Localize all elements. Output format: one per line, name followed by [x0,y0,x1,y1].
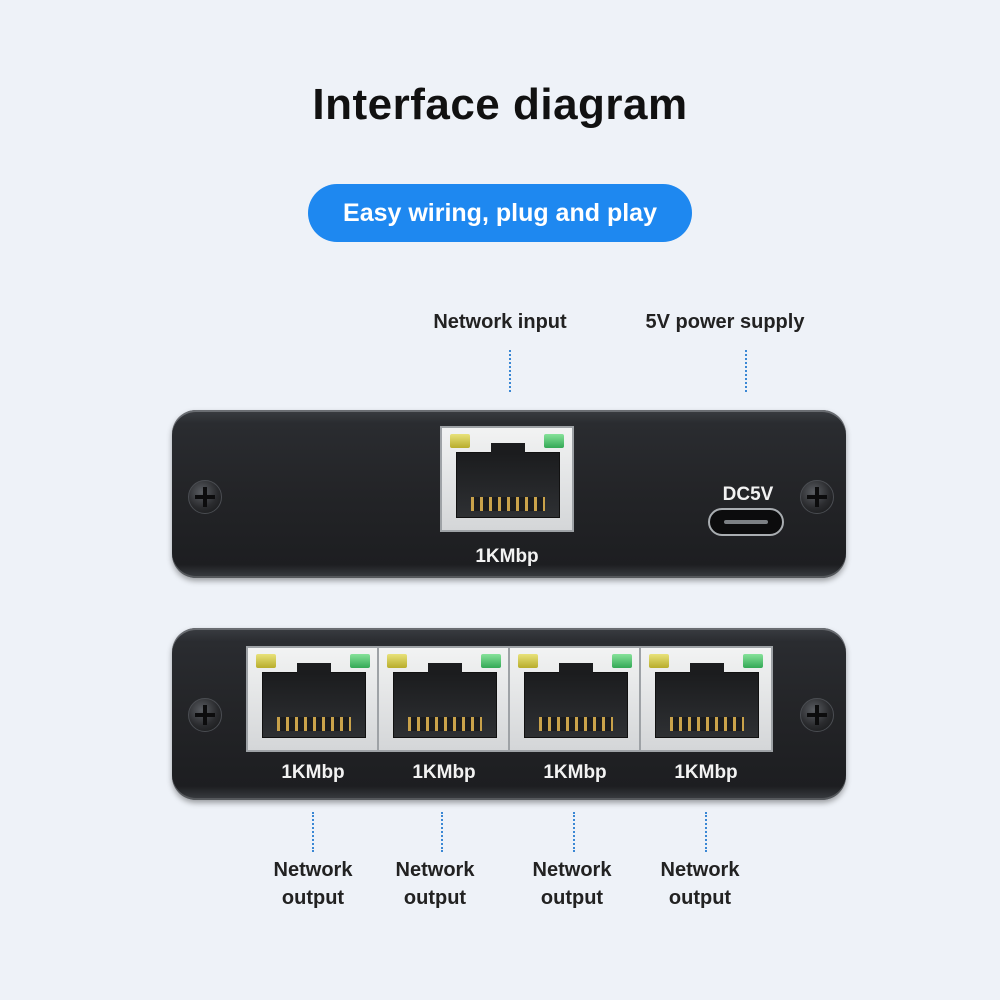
link-led-icon [450,434,470,448]
screw-icon [800,480,834,514]
rj45-output-port-2[interactable] [377,646,511,752]
rj45-port-icon [524,663,628,738]
rj45-port-icon [655,663,759,738]
caption-line: Network [273,859,353,881]
dc5v-label: DC5V [722,484,774,505]
subtitle-badge: Easy wiring, plug and play [308,184,692,242]
input-port-speed-label: 1KMbp [475,546,539,567]
output-port-4-speed-label: 1KMbp [674,762,738,783]
output-1-leader-line [312,812,314,852]
caption-line: output [540,887,604,909]
rj45-port-icon [393,663,497,738]
link-led-icon [256,654,276,668]
output-2-leader-line [441,812,443,852]
caption-line: output [281,887,345,909]
usb-c-port-icon[interactable] [708,508,784,536]
rj45-port-icon [456,443,560,518]
output-4-leader-line [705,812,707,852]
caption-line: output [668,887,732,909]
output-3-leader-line [573,812,575,852]
diagram-title: Interface diagram [312,80,688,129]
activity-led-icon [544,434,564,448]
network-input-leader-line [509,350,511,392]
activity-led-icon [481,654,501,668]
caption-line: Network [660,859,740,881]
output-3-caption: Network output [515,856,629,912]
caption-line: Network [532,859,612,881]
caption-line: output [403,887,467,909]
caption-line: Network [395,859,475,881]
screw-icon [188,698,222,732]
output-2-caption: Network output [378,856,492,912]
network-input-caption: Network input [433,311,567,333]
rj45-input-port[interactable] [440,426,574,532]
output-port-3-speed-label: 1KMbp [543,762,607,783]
link-led-icon [518,654,538,668]
rj45-output-port-3[interactable] [508,646,642,752]
activity-led-icon [743,654,763,668]
power-supply-caption: 5V power supply [645,311,805,333]
rj45-output-port-1[interactable] [246,646,380,752]
rj45-output-port-4[interactable] [639,646,773,752]
screw-icon [800,698,834,732]
output-4-caption: Network output [643,856,757,912]
output-1-caption: Network output [256,856,370,912]
screw-icon [188,480,222,514]
link-led-icon [387,654,407,668]
output-port-2-speed-label: 1KMbp [412,762,476,783]
link-led-icon [649,654,669,668]
activity-led-icon [350,654,370,668]
activity-led-icon [612,654,632,668]
output-port-1-speed-label: 1KMbp [281,762,345,783]
rj45-port-icon [262,663,366,738]
power-supply-leader-line [745,350,747,392]
